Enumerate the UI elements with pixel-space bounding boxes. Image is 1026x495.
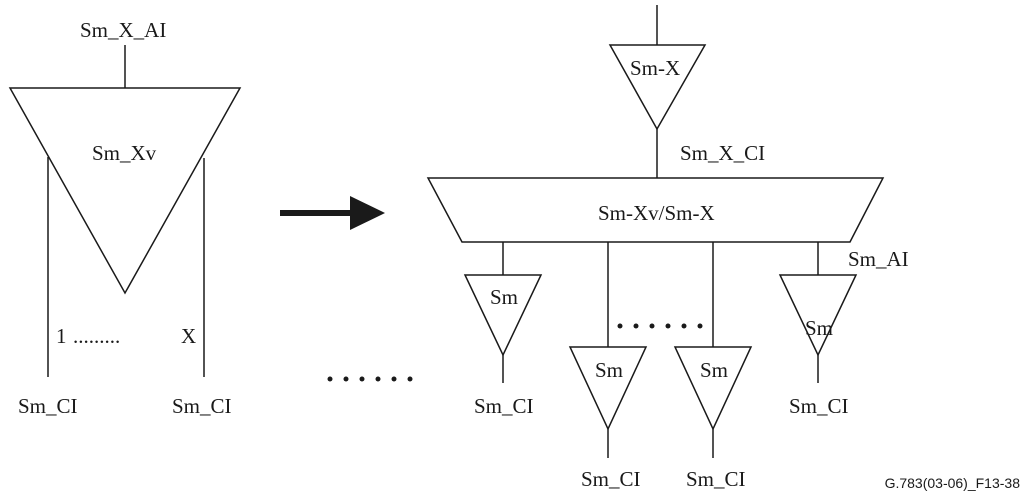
range-end-label: X (181, 324, 196, 348)
sm-sub-function-triangle (778, 274, 858, 357)
sm-x-source-label: Sm-X (630, 56, 680, 80)
branch-ellipsis (617, 323, 703, 329)
sm-sub-function-output-label: Sm_CI (581, 467, 641, 491)
sm-xv-function-label: Sm_Xv (92, 141, 157, 165)
sm-x-source-triangle (608, 44, 707, 131)
sm-sub-function-1: Sm Sm_CI (463, 274, 543, 418)
left-top-signal-label: Sm_X_AI (80, 18, 166, 42)
branch-signal-label: Sm_AI (848, 247, 909, 271)
sm-xv-function-triangle (8, 87, 242, 295)
arrow-head (350, 196, 385, 230)
range-start-label: 1 (56, 324, 67, 348)
figure-id-label: G.783(03-06)_F13-38 (885, 475, 1021, 491)
sm-sub-function-output-label: Sm_CI (474, 394, 534, 418)
range-dots-label: ......... (73, 324, 120, 348)
right-bottom-signal-label: Sm_CI (172, 394, 232, 418)
adaptation-function-trapezoid (426, 177, 885, 243)
sm-sub-function-3: Sm Sm_CI (673, 346, 753, 491)
sm-sub-function-output-label: Sm_CI (789, 394, 849, 418)
sm-sub-function-triangle (673, 346, 753, 431)
sm-sub-function-2: Sm Sm_CI (568, 346, 648, 491)
mid-signal-label: Sm_X_CI (680, 141, 765, 165)
sm-sub-function-label: Sm (595, 358, 623, 382)
decomposition-arrow (280, 196, 385, 230)
bottom-ellipsis (327, 376, 413, 382)
sm-sub-function-triangle (568, 346, 648, 431)
left-compound-function: Sm_X_AI Sm_Xv 1 ......... X Sm_CI Sm_CI (8, 18, 242, 418)
left-bottom-signal-label: Sm_CI (18, 394, 78, 418)
adaptation-function-label: Sm-Xv/Sm-X (598, 201, 715, 225)
sm-sub-function-4: Sm Sm_CI (778, 274, 858, 418)
sm-sub-function-triangle (463, 274, 543, 357)
sm-sub-function-label: Sm (700, 358, 728, 382)
sm-sub-function-output-label: Sm_CI (686, 467, 746, 491)
sm-sub-function-label: Sm (490, 285, 518, 309)
right-decomposition: Sm-X Sm_X_CI Sm-Xv/Sm-X Sm_AI Sm Sm_CI (426, 5, 909, 491)
sm-sub-function-label: Sm (805, 316, 833, 340)
